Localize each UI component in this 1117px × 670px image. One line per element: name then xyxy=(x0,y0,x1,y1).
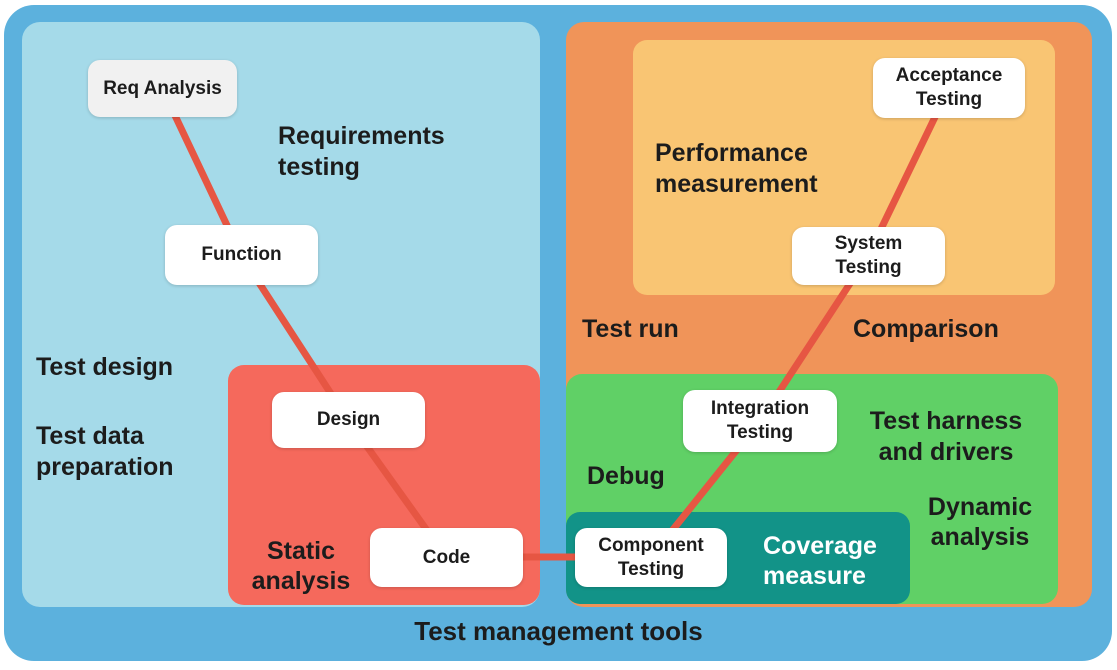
static-analysis-line2: analysis xyxy=(251,567,351,595)
performance-measurement-line1: Performance xyxy=(655,139,808,167)
coverage-measure-label: Coverage measure xyxy=(763,531,877,591)
node-code-label: Code xyxy=(422,546,471,568)
requirements-testing-label: Requirements testing xyxy=(278,121,445,183)
node-integration-testing: Integration Testing xyxy=(683,390,837,452)
node-component-testing: Component Testing xyxy=(575,528,727,587)
node-acceptance-testing-line2: Testing xyxy=(915,89,983,110)
coverage-measure-line2: measure xyxy=(763,562,866,590)
node-req-analysis-label: Req Analysis xyxy=(103,77,222,99)
test-design-label: Test design xyxy=(36,353,174,381)
test-harness-label: Test harness and drivers xyxy=(846,406,1046,468)
node-system-testing: System Testing xyxy=(792,227,945,285)
node-design-label: Design xyxy=(316,409,381,430)
test-management-tools-title: Test management tools xyxy=(414,616,703,646)
node-system-testing-line1: System xyxy=(834,233,903,254)
performance-measurement-label: Performance measurement xyxy=(655,138,818,200)
node-component-testing-line1: Component xyxy=(598,534,704,556)
performance-measurement-line2: measurement xyxy=(655,170,818,198)
test-harness-line2: and drivers xyxy=(878,438,1014,466)
test-harness-line1: Test harness xyxy=(869,407,1023,435)
requirements-testing-line2: testing xyxy=(278,153,360,181)
dynamic-analysis-line1: Dynamic xyxy=(927,493,1033,521)
node-integration-testing-line1: Integration xyxy=(710,398,810,419)
node-function-label: Function xyxy=(201,244,282,265)
node-acceptance-testing-line1: Acceptance xyxy=(895,65,1003,86)
test-run-label: Test run xyxy=(582,315,679,343)
dynamic-analysis-label: Dynamic analysis xyxy=(890,492,1070,552)
node-system-testing-line2: Testing xyxy=(835,257,902,278)
node-component-testing-line2: Testing xyxy=(617,558,685,580)
dynamic-analysis-line2: analysis xyxy=(930,523,1030,551)
node-design: Design xyxy=(272,392,425,448)
comparison-label: Comparison xyxy=(853,315,999,343)
test-data-preparation-line1: Test data xyxy=(36,422,144,450)
static-analysis-label: Static analysis xyxy=(220,536,382,596)
debug-label: Debug xyxy=(587,462,665,490)
static-analysis-line1: Static xyxy=(266,537,336,565)
coverage-measure-line1: Coverage xyxy=(763,532,877,560)
test-data-preparation-line2: preparation xyxy=(36,453,174,481)
node-acceptance-testing: Acceptance Testing xyxy=(873,58,1025,118)
node-code: Code xyxy=(370,528,523,587)
node-integration-testing-line2: Testing xyxy=(726,422,794,443)
node-function: Function xyxy=(165,225,318,285)
test-data-preparation-label: Test data preparation xyxy=(36,421,174,483)
node-req-analysis: Req Analysis xyxy=(88,60,237,117)
requirements-testing-line1: Requirements xyxy=(278,122,445,150)
